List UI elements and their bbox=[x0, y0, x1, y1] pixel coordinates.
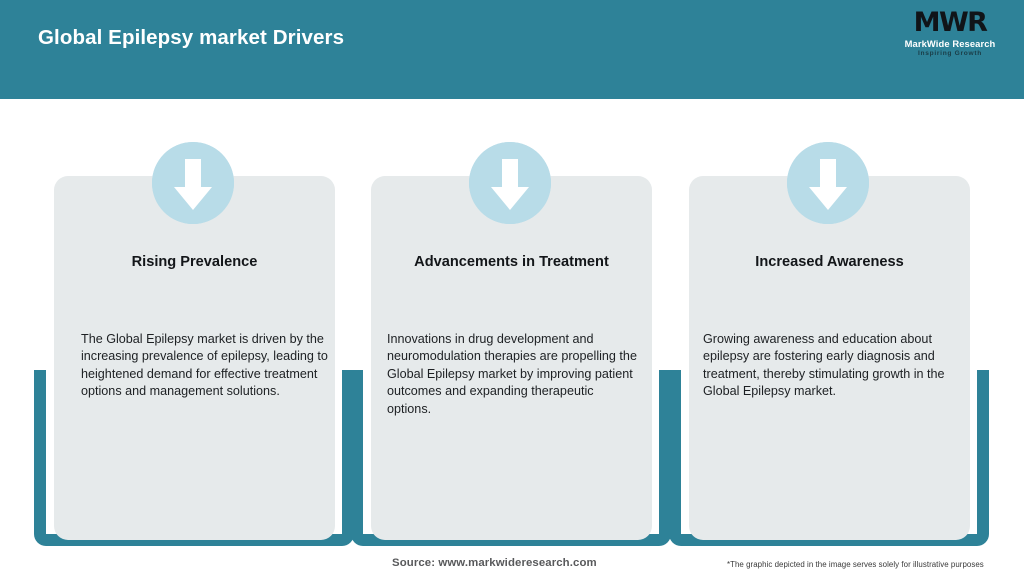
card-panel-3: Increased Awareness Growing awareness an… bbox=[689, 176, 970, 540]
card-panel-1: Rising Prevalence The Global Epilepsy ma… bbox=[54, 176, 335, 540]
disclaimer-note: *The graphic depicted in the image serve… bbox=[727, 560, 984, 569]
card-title-2: Advancements in Treatment bbox=[414, 254, 609, 270]
page-title: Global Epilepsy market Drivers bbox=[38, 26, 345, 49]
logo-company-name: MarkWide Research bbox=[904, 38, 996, 49]
card-body-3: Growing awareness and education about ep… bbox=[703, 332, 945, 399]
driver-card-2: Advancements in Treatment Innovations in… bbox=[351, 142, 671, 546]
logo-monogram: MWR bbox=[913, 7, 988, 38]
card-panel-2: Advancements in Treatment Innovations in… bbox=[371, 176, 652, 540]
arrow-down-icon bbox=[469, 142, 551, 224]
arrow-down-icon bbox=[152, 142, 234, 224]
source-label: Source: www.markwideresearch.com bbox=[392, 557, 597, 569]
driver-card-1: Rising Prevalence The Global Epilepsy ma… bbox=[34, 142, 354, 546]
logo-tagline: Inspiring Growth bbox=[918, 50, 982, 57]
slide-header: Global Epilepsy market Drivers MWR MarkW… bbox=[0, 0, 1024, 99]
driver-card-3: Increased Awareness Growing awareness an… bbox=[669, 142, 989, 546]
card-title-1: Rising Prevalence bbox=[131, 254, 258, 270]
card-body-1: The Global Epilepsy market is driven by … bbox=[81, 332, 328, 399]
brand-logo: MWR MarkWide Research Inspiring Growth bbox=[896, 8, 1004, 66]
card-title-3: Increased Awareness bbox=[755, 254, 904, 270]
card-body-2: Innovations in drug development and neur… bbox=[387, 332, 637, 416]
arrow-down-icon bbox=[787, 142, 869, 224]
